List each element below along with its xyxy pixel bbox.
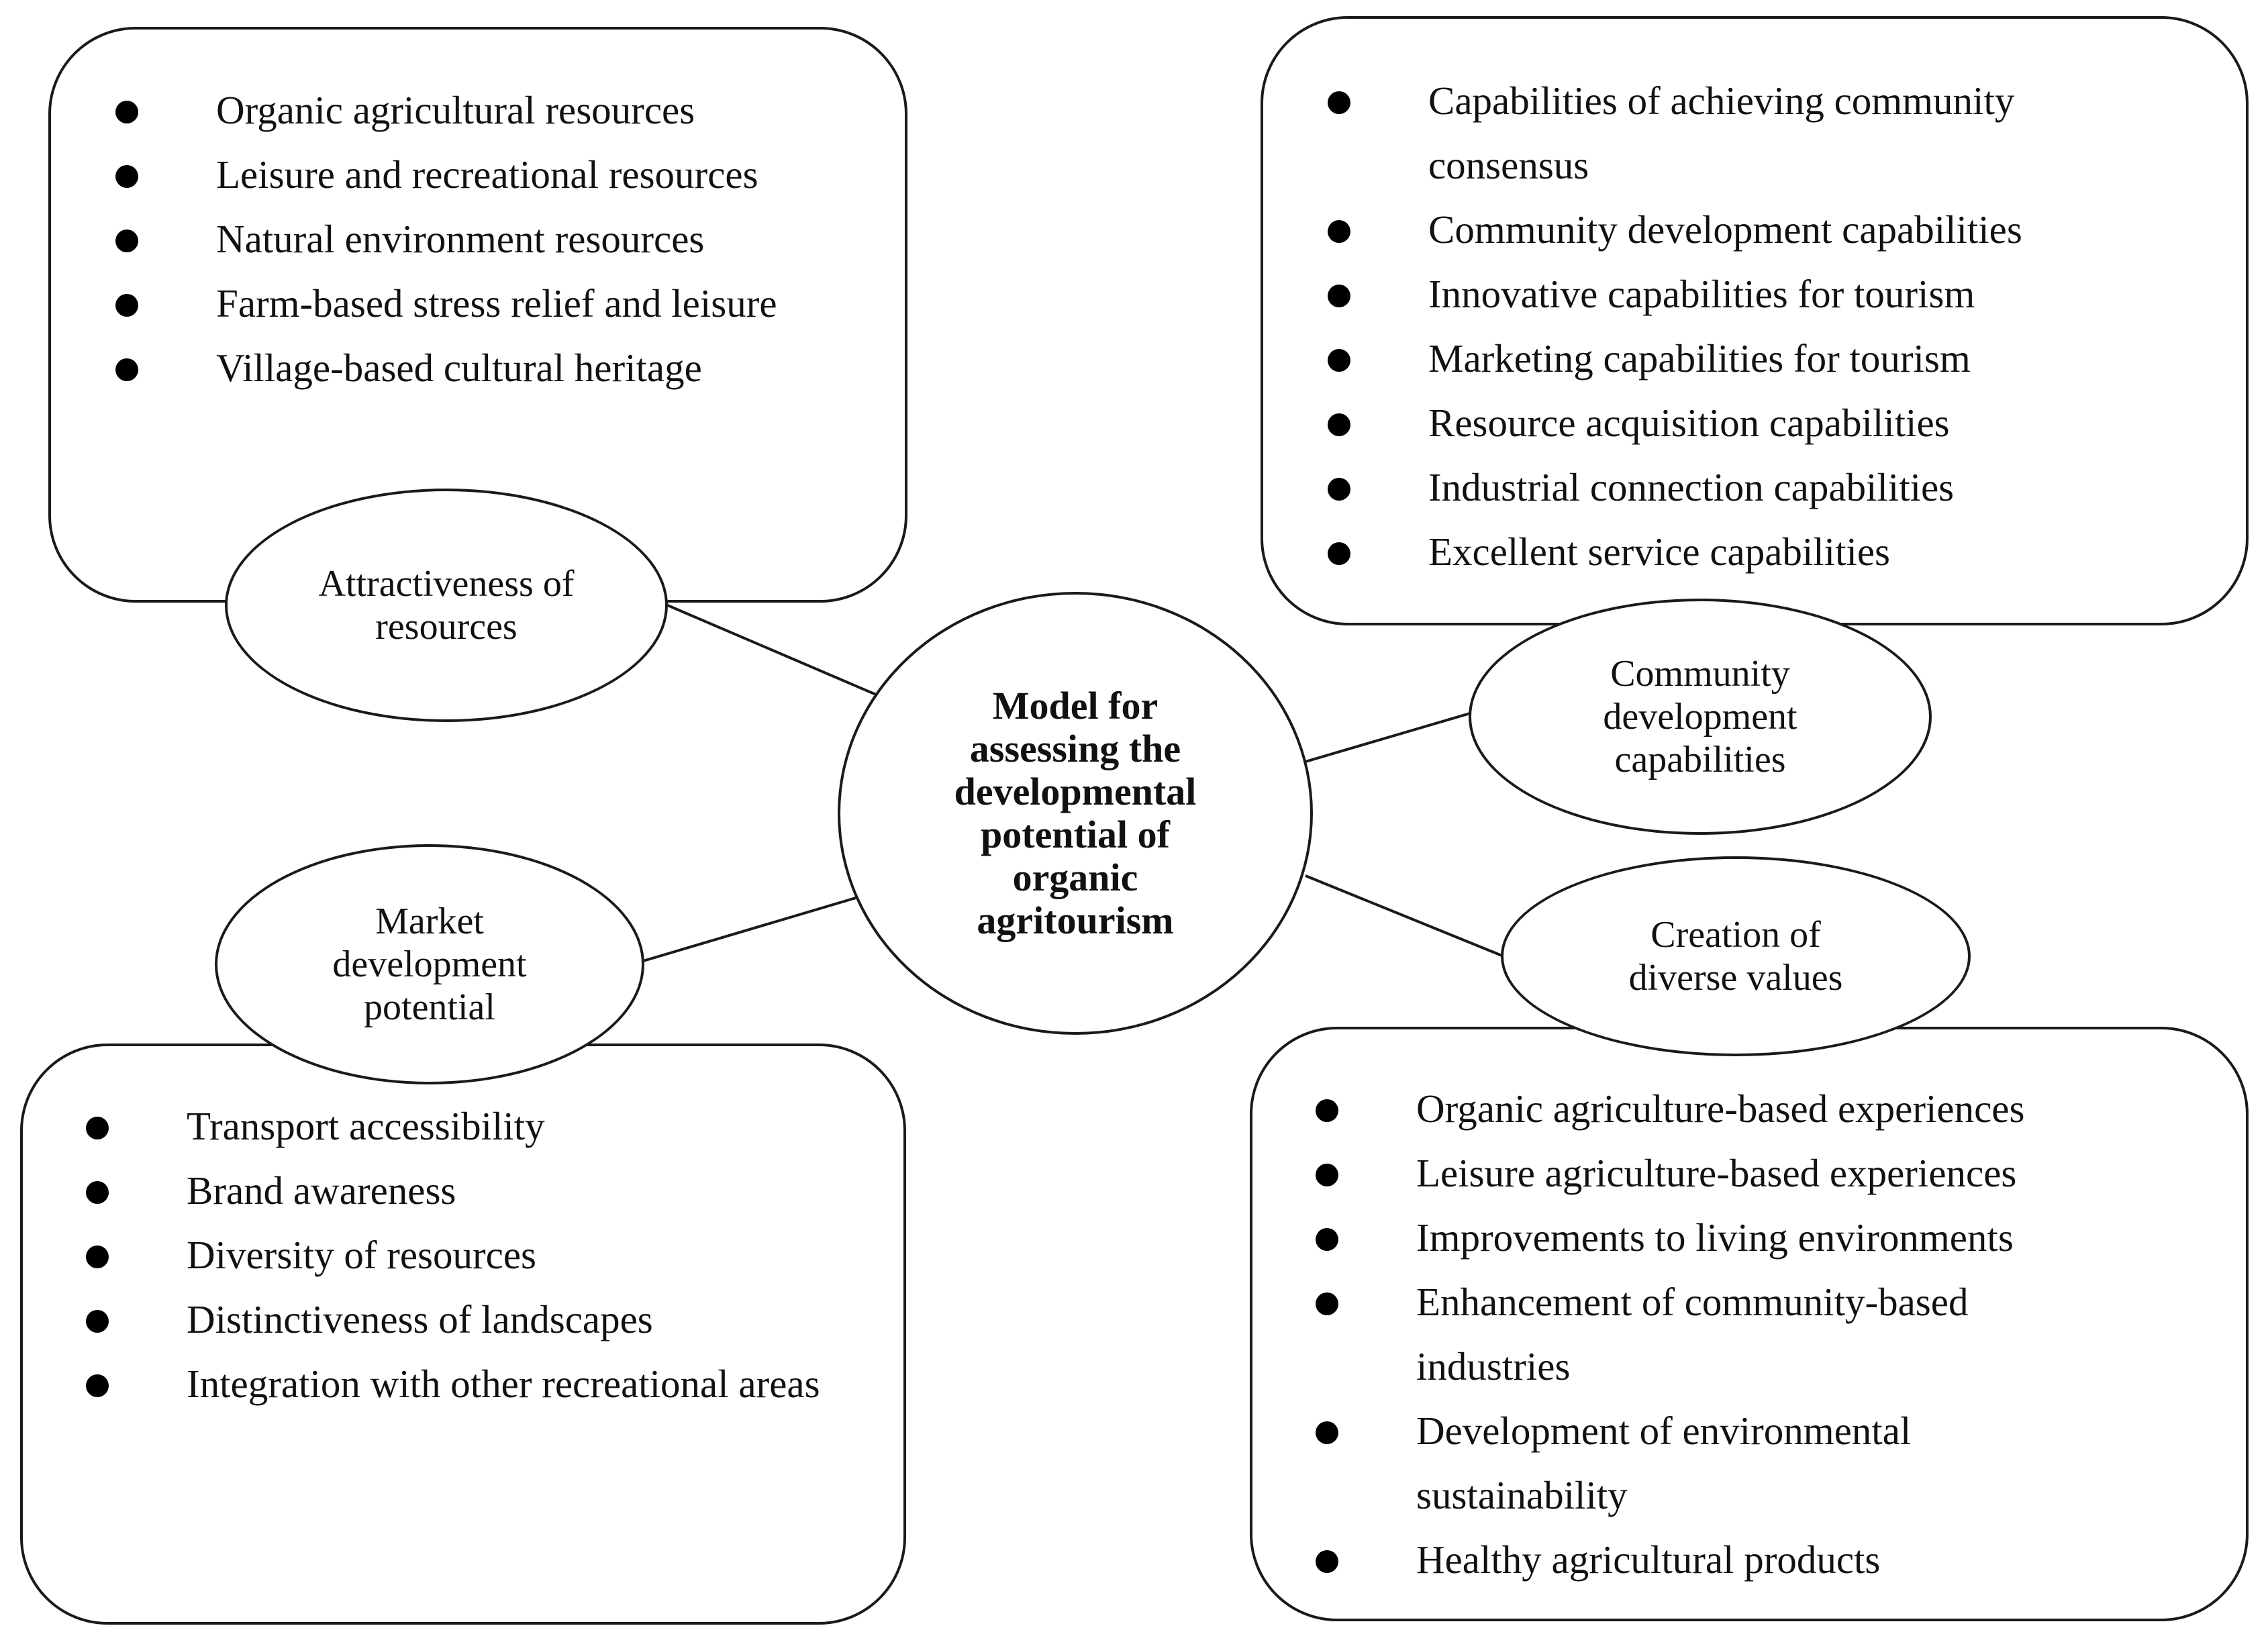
connector-resources bbox=[664, 603, 877, 696]
list-item: Organic agricultural resources bbox=[115, 78, 867, 142]
connector-community bbox=[1305, 712, 1471, 763]
values-box bbox=[1250, 1027, 2249, 1621]
list-item: Innovative capabilities for tourism bbox=[1328, 262, 2147, 326]
list-item: Community development capabilities bbox=[1328, 197, 2147, 262]
values-list: Organic agriculture-based experiences Le… bbox=[1316, 1076, 2121, 1592]
list-item: Marketing capabilities for tourism bbox=[1328, 326, 2147, 391]
values-node: Creation of diverse values bbox=[1501, 856, 1971, 1056]
community-list: Capabilities of achieving community cons… bbox=[1328, 68, 2147, 584]
list-item: Development of environmental sustainabil… bbox=[1316, 1398, 2121, 1527]
list-item: Healthy agricultural products bbox=[1316, 1527, 2121, 1592]
list-item: Diversity of resources bbox=[86, 1223, 831, 1287]
connector-values bbox=[1305, 874, 1504, 958]
connector-market bbox=[640, 897, 856, 963]
list-item: Resource acquisition capabilities bbox=[1328, 391, 2147, 455]
list-item: Enhancement of community-based industrie… bbox=[1316, 1270, 2121, 1398]
list-item: Industrial connection capabilities bbox=[1328, 455, 2147, 519]
list-item: Improvements to living environments bbox=[1316, 1205, 2121, 1270]
list-item: Farm-based stress relief and leisure bbox=[115, 271, 867, 336]
center-node-label: Model for assessing the developmental po… bbox=[954, 684, 1197, 942]
values-node-label: Creation of diverse values bbox=[1628, 914, 1843, 999]
market-node-label: Market development potential bbox=[332, 901, 527, 1028]
market-list: Transport accessibility Brand awareness … bbox=[86, 1094, 831, 1416]
community-box bbox=[1261, 16, 2249, 625]
market-node: Market development potential bbox=[215, 844, 644, 1084]
community-node-label: Community development capabilities bbox=[1603, 653, 1797, 780]
list-item: Village-based cultural heritage bbox=[115, 336, 867, 400]
list-item: Leisure and recreational resources bbox=[115, 142, 867, 207]
list-item: Capabilities of achieving community cons… bbox=[1328, 68, 2147, 197]
list-item: Integration with other recreational area… bbox=[86, 1352, 831, 1416]
list-item: Leisure agriculture-based experiences bbox=[1316, 1141, 2121, 1205]
list-item: Organic agriculture-based experiences bbox=[1316, 1076, 2121, 1141]
resources-list: Organic agricultural resources Leisure a… bbox=[115, 78, 867, 400]
list-item: Excellent service capabilities bbox=[1328, 519, 2147, 584]
list-item: Distinctiveness of landscapes bbox=[86, 1287, 831, 1352]
resources-node: Attractiveness of resources bbox=[225, 489, 668, 722]
resources-node-label: Attractiveness of resources bbox=[318, 563, 575, 648]
community-node: Community development capabilities bbox=[1469, 599, 1932, 835]
list-item: Transport accessibility bbox=[86, 1094, 831, 1158]
list-item: Natural environment resources bbox=[115, 207, 867, 271]
market-box bbox=[20, 1044, 906, 1625]
list-item: Brand awareness bbox=[86, 1158, 831, 1223]
center-node: Model for assessing the developmental po… bbox=[838, 592, 1313, 1035]
